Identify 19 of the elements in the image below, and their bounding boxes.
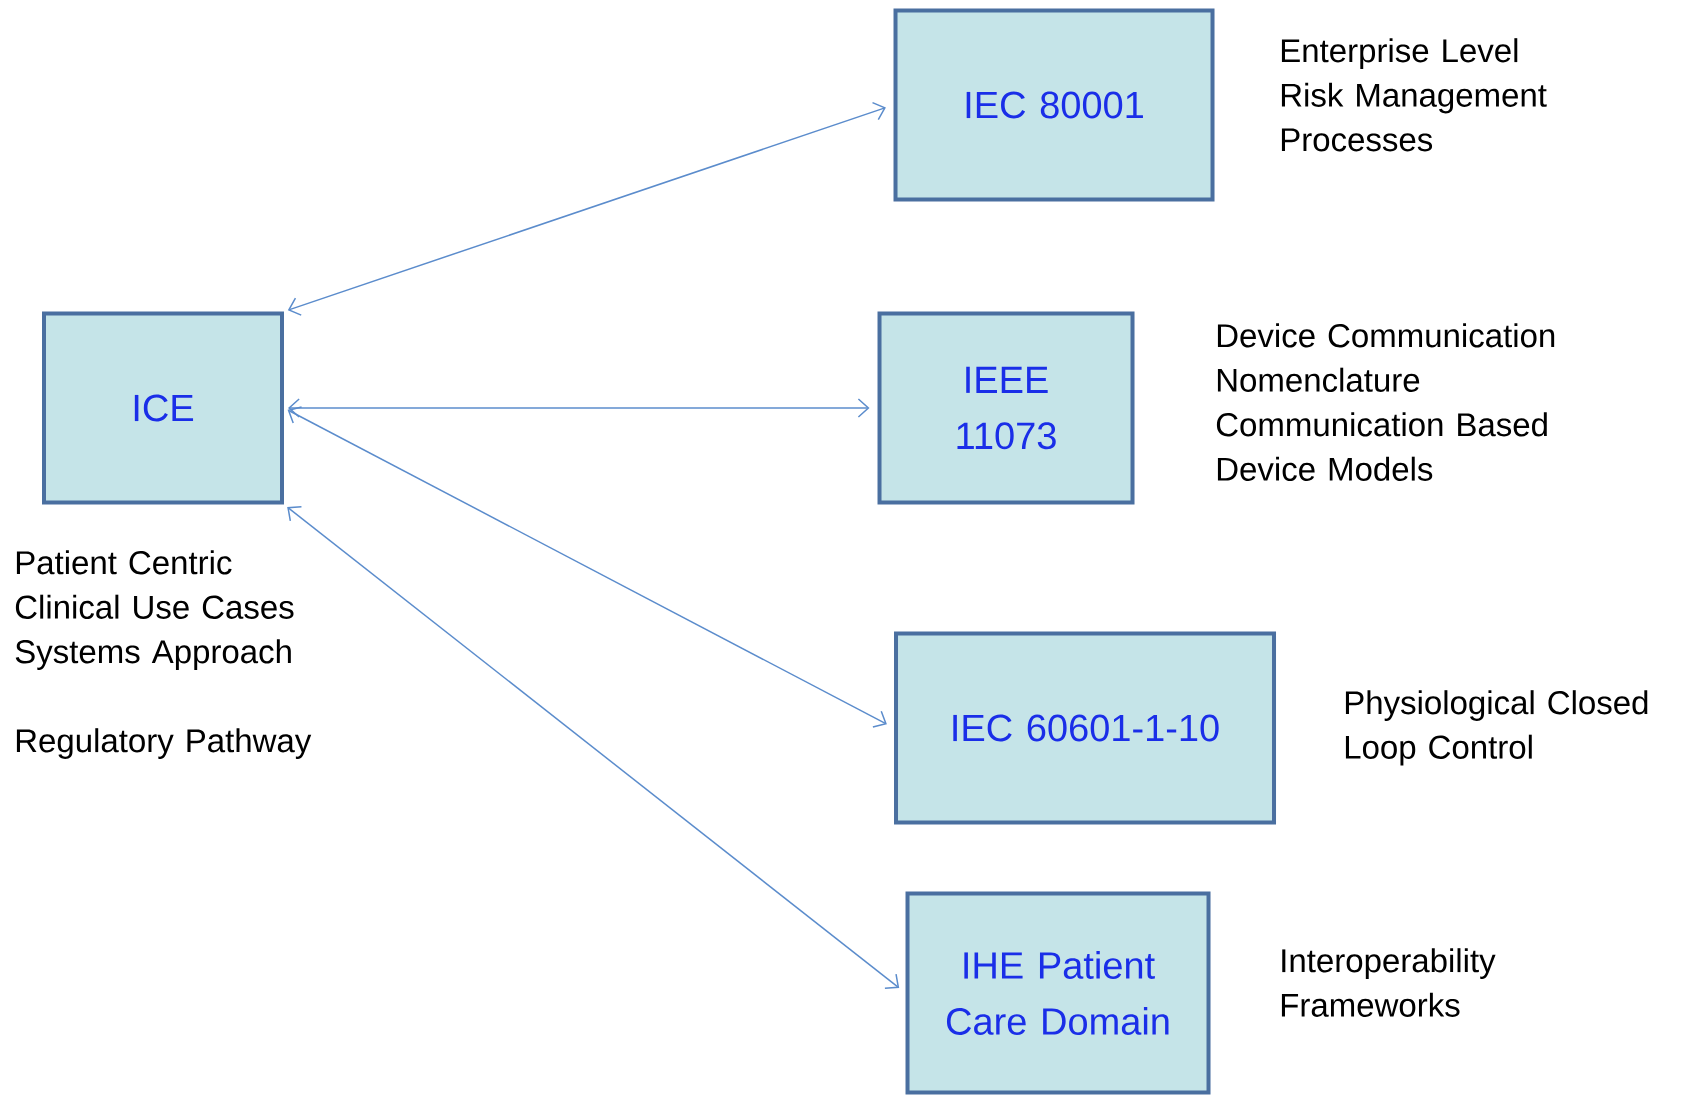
standard-box: IEC 80001 [893, 8, 1215, 202]
standard-box: ICE [42, 311, 284, 505]
double-arrow [287, 101, 886, 316]
standard-box: IEC 60601-1-10 [894, 631, 1276, 825]
double-arrow [287, 506, 900, 989]
side-note: Patient Centric [16, 550, 232, 575]
standard-box: IEEE 11073 [877, 311, 1135, 505]
side-note: Communication Based Device Models [1216, 412, 1547, 481]
side-note: Systems Approach [15, 639, 291, 670]
side-note: Interoperability Frameworks [1281, 948, 1496, 1017]
side-note: Regulatory Pathway [16, 728, 312, 759]
double-arrow [288, 398, 870, 418]
double-arrow [287, 406, 887, 728]
side-note: Enterprise Level Risk Management Processes [1281, 38, 1547, 152]
standard-box: IHE Patient Care Domain [905, 891, 1211, 1095]
side-note: Clinical Use Cases [15, 594, 294, 619]
side-note: Nomenclature [1217, 367, 1420, 392]
side-note: Device Communication [1217, 323, 1555, 348]
side-note: Physiological Closed Loop Control [1345, 690, 1648, 766]
